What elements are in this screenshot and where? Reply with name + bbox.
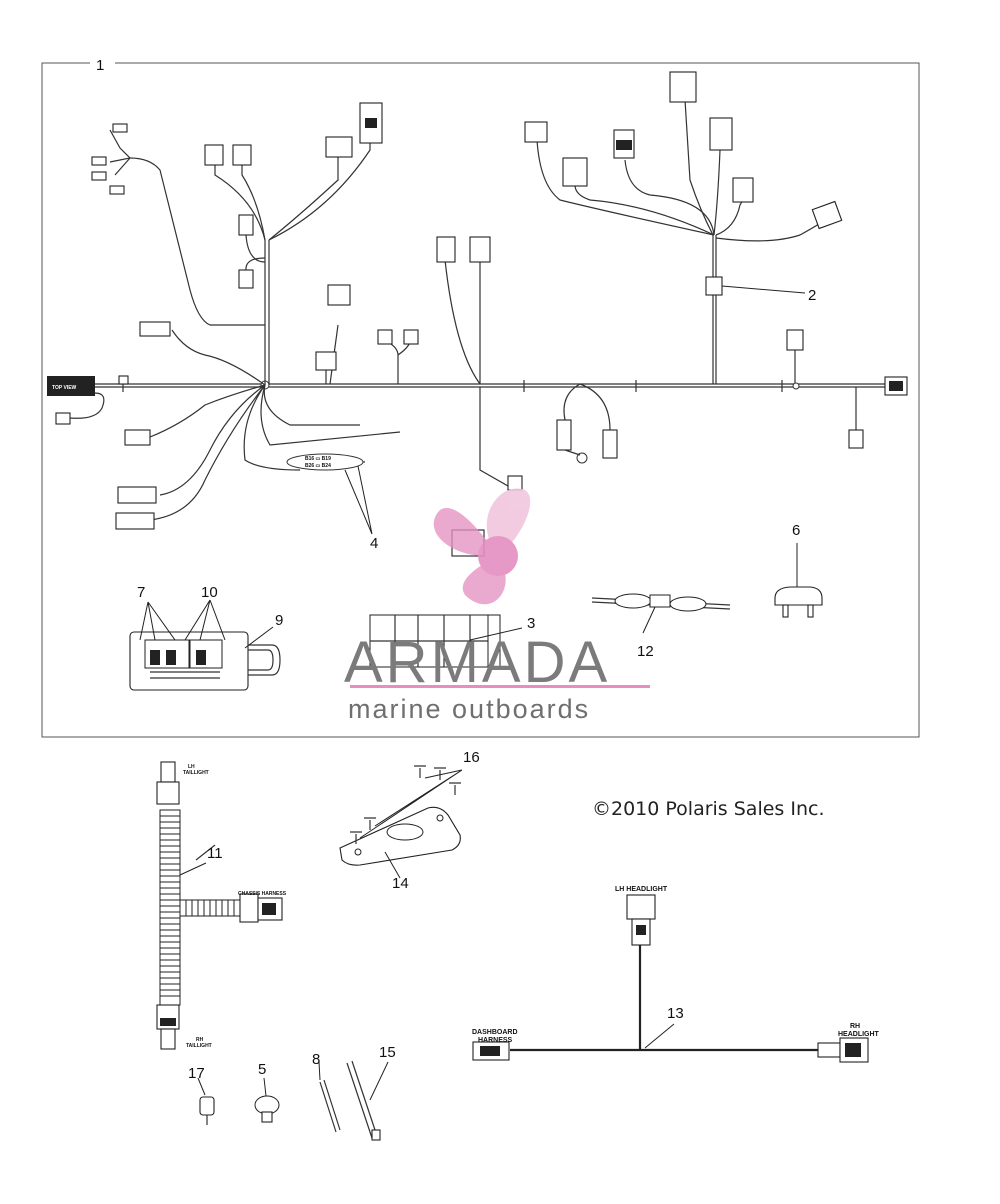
small-parts [199,1060,381,1141]
callout-10: 10 [201,584,218,601]
callout-17: 17 [188,1065,205,1082]
callout-3: 3 [527,615,535,632]
rh-taillight-label-2: TAILLIGHT [186,1043,212,1049]
callout-13: 13 [667,1005,684,1022]
fuse-box [129,631,281,691]
headlight-harness [472,894,869,1063]
top-view-label: TOP VIEW [52,385,77,391]
dashboard-harness-label-2: HARNESS [478,1037,513,1044]
relay-label-card [369,614,501,668]
watermark-brand: ARMADA [344,630,610,695]
copyright-text: ©2010 Polaris Sales Inc. [592,798,825,820]
callout-6: 6 [792,522,800,539]
watermark-divider [350,685,650,688]
inline-fuse-holder [591,593,731,612]
lh-headlight-label: LH HEADLIGHT [615,886,668,893]
watermark-tagline: marine outboards [348,694,590,724]
callout-11: 11 [207,845,223,862]
main-harness: TOP VIEW [47,71,908,557]
rh-headlight-label-2: HEADLIGHT [838,1031,880,1038]
mounting-bracket [339,765,461,866]
callout-9: 9 [275,612,283,629]
callout-5: 5 [258,1061,266,1078]
top-view-box [47,376,95,396]
callout-16: 16 [463,749,480,766]
callout-14: 14 [392,875,409,892]
callout-15: 15 [379,1044,396,1061]
leader-lines [139,285,806,1101]
armada-logo [433,488,531,605]
assembly-1-frame [41,62,920,738]
rh-headlight-label-1: RH [850,1023,860,1030]
callout-8: 8 [312,1051,320,1068]
callout-12: 12 [637,643,654,660]
svg-text:B16 ▭ B19: B16 ▭ B19 [305,456,331,462]
callout-1: 1 [96,57,104,74]
callout-4: 4 [370,535,378,552]
chassis-harness-label: CHASSIS HARNESS [238,891,287,897]
lh-taillight-label-2: TAILLIGHT [183,770,209,776]
dashboard-harness-label-1: DASHBOARD [472,1029,518,1036]
lh-taillight-label-1: LH [188,764,195,770]
taillight-harness [156,761,283,1050]
rh-taillight-label-1: RH [196,1037,204,1043]
callout-2: 2 [808,287,816,304]
callout-7: 7 [137,584,145,601]
relay-6 [774,586,823,618]
svg-text:B26 ▭ B24: B26 ▭ B24 [305,463,331,469]
